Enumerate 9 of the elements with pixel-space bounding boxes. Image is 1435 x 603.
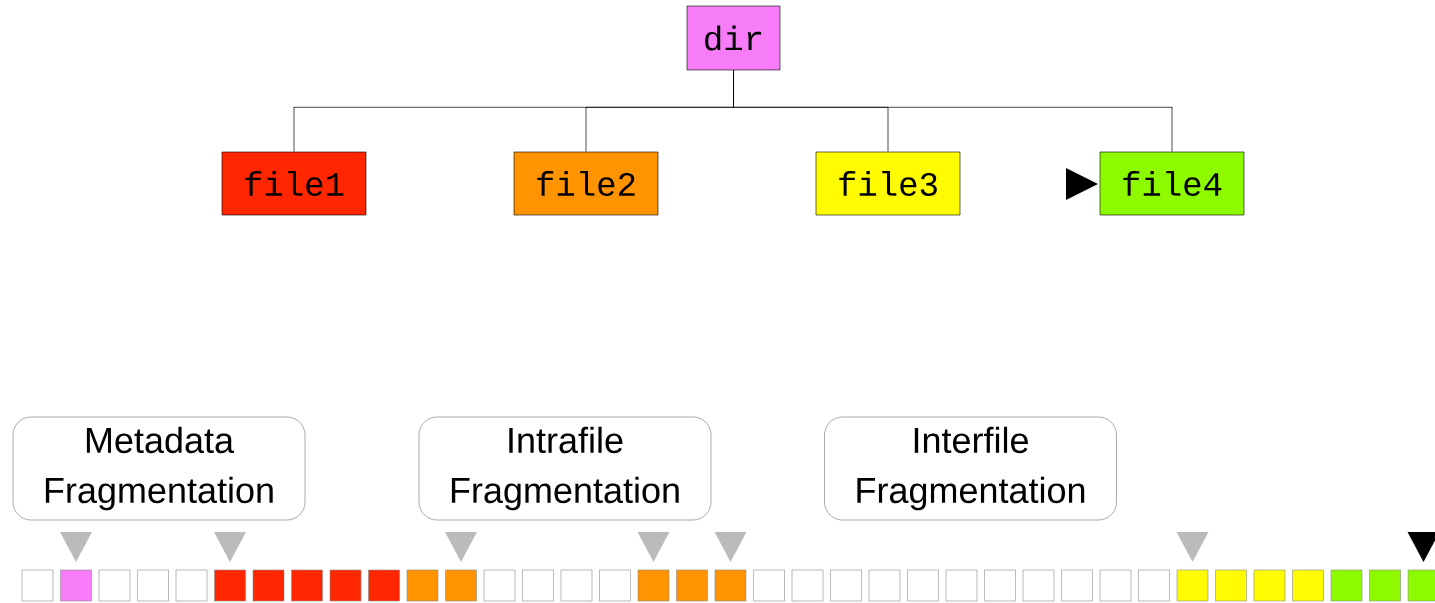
callout-box: Metadata Fragmentation (12, 416, 306, 521)
callout-box: Intrafile Fragmentation (418, 416, 712, 521)
file-box: file1 (221, 151, 367, 216)
callout-box: Interfile Fragmentation (824, 416, 1117, 521)
file-box: dir (686, 5, 781, 71)
tree-connector (733, 69, 1173, 153)
file-box: file2 (513, 151, 659, 216)
file-box: file3 (815, 151, 961, 216)
file-box: file4 (1099, 151, 1245, 216)
